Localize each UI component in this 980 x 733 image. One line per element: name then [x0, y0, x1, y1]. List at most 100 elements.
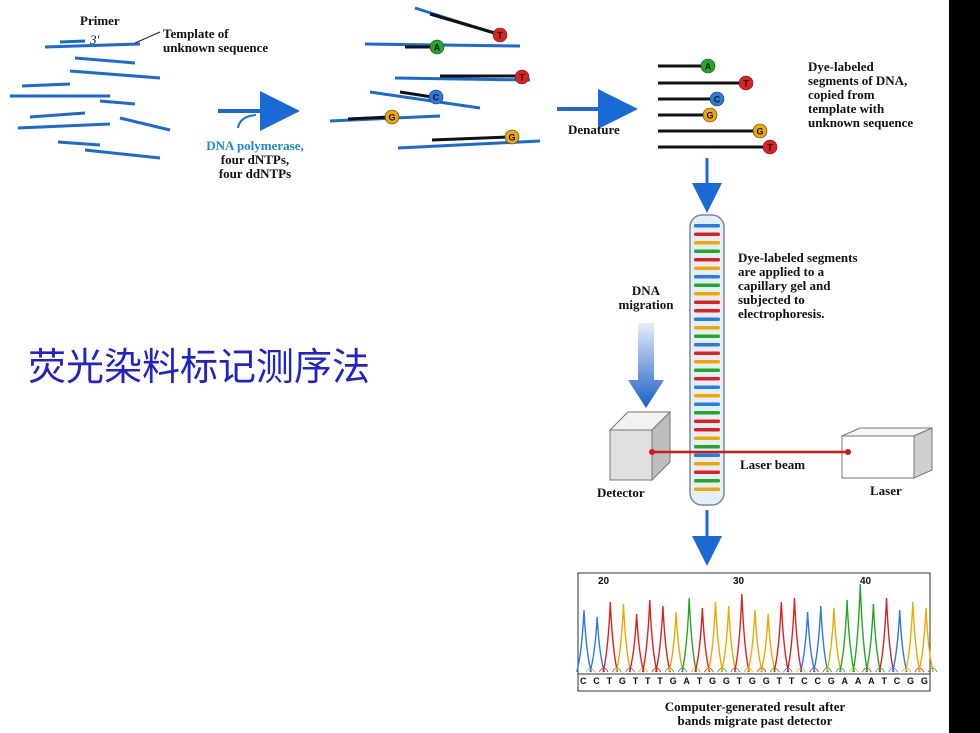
- dye-circle-a: [700, 58, 716, 74]
- gel-band: [694, 283, 720, 287]
- chromatogram-peak-c: [812, 605, 829, 673]
- base-call: T: [632, 676, 639, 686]
- base-call: T: [776, 676, 783, 686]
- chromatogram-noise: [927, 667, 938, 673]
- gel-band: [694, 402, 720, 406]
- dye-circle-t: [492, 27, 508, 43]
- laser-beam-label: Laser beam: [740, 457, 806, 472]
- base-call: C: [893, 676, 901, 686]
- gel-band: [694, 241, 720, 245]
- dye-labeled-segments: [658, 64, 765, 149]
- chromatogram-peak-t: [602, 601, 619, 673]
- chromatogram-peak-g: [615, 603, 632, 673]
- gel-band: [694, 419, 720, 423]
- tick-30: 30: [733, 576, 745, 587]
- gel-band: [694, 394, 720, 398]
- chromatogram-peak-a: [852, 583, 869, 673]
- base-call: C: [801, 676, 808, 686]
- chromatogram-peak-g: [747, 609, 763, 673]
- base-call: A: [854, 676, 862, 686]
- gel-band: [694, 343, 720, 347]
- chromatogram-peak-t: [786, 597, 803, 673]
- gel-band: [694, 300, 720, 304]
- dye-circle-a: [429, 39, 445, 55]
- dye-letter: T: [767, 143, 773, 153]
- template-label: Template of unknown sequence: [163, 26, 269, 55]
- base-call: C: [580, 676, 587, 686]
- dye-letter: T: [743, 79, 749, 89]
- tick-40: 40: [860, 576, 872, 587]
- detector-label: Detector: [597, 485, 645, 500]
- chromatogram-peak-g: [918, 607, 934, 673]
- dye-circle-g: [504, 129, 520, 145]
- capillary-label: Dye-labeled segments are applied to a ca…: [738, 250, 858, 321]
- laser-box: [841, 427, 933, 479]
- dye-letter: G: [706, 111, 713, 121]
- dye-circle-g: [384, 109, 400, 125]
- chromatogram-peak-a: [681, 597, 698, 673]
- result-caption: Computer-generated result after bands mi…: [664, 699, 846, 728]
- chromatogram-peak-c: [576, 609, 592, 673]
- dye-circle-g: [702, 107, 718, 123]
- capillary-tube: [689, 214, 725, 506]
- template-strands: [10, 31, 171, 160]
- dye-letter: C: [433, 93, 440, 103]
- gel-band: [694, 266, 720, 270]
- migration-arrow: [628, 323, 664, 408]
- base-call: T: [657, 676, 663, 686]
- gel-band: [694, 258, 720, 262]
- primer-label: Primer: [80, 13, 120, 28]
- gel-band: [694, 436, 720, 440]
- base-call: G: [920, 676, 928, 686]
- dye-letter: A: [705, 62, 712, 72]
- base-call: A: [841, 676, 849, 686]
- dye-letter: G: [388, 113, 395, 123]
- gel-band: [694, 224, 720, 228]
- base-call: T: [606, 676, 613, 686]
- base-call: A: [868, 676, 875, 686]
- gel-band: [694, 334, 720, 338]
- chromatogram-peak-g: [668, 611, 684, 673]
- three-prime-label: 3′: [90, 32, 100, 47]
- laser-label: Laser: [870, 483, 902, 498]
- chromatogram-peak-a: [865, 603, 882, 673]
- dye-circle-g: [752, 123, 768, 139]
- base-call: A: [683, 676, 690, 686]
- gel-band: [694, 487, 720, 491]
- gel-band: [694, 411, 720, 415]
- gel-band: [694, 232, 720, 236]
- gel-band: [694, 317, 720, 321]
- dye-circle-t: [514, 69, 530, 85]
- base-call: G: [722, 676, 730, 686]
- base-call: G: [907, 676, 915, 686]
- right-edge-bar: [949, 0, 980, 733]
- chromatogram-peak-t: [773, 601, 790, 673]
- chromatogram: [576, 572, 938, 692]
- dntps-label: four dNTPs, four ddNTPs: [218, 152, 292, 181]
- base-call: C: [593, 676, 600, 686]
- chromatogram-peak-g: [826, 607, 842, 673]
- chromatogram-peak-t: [641, 599, 658, 673]
- migration-label: DNA migration: [618, 283, 674, 312]
- chromatogram-peak-g: [760, 613, 777, 673]
- chromatogram-peak-g: [904, 601, 921, 673]
- dye-letter: G: [508, 133, 515, 143]
- chromatogram-peak-c: [799, 611, 816, 673]
- chromatogram-peak-c: [891, 609, 908, 673]
- base-call: T: [645, 676, 651, 686]
- dye-circle-c: [428, 89, 444, 105]
- base-call: T: [696, 676, 703, 686]
- gel-band: [694, 428, 720, 432]
- polymerase-arrow: [218, 91, 300, 131]
- gel-band: [694, 445, 720, 449]
- gel-band: [694, 309, 720, 313]
- dye-circle-c: [709, 91, 725, 107]
- chromatogram-peak-g: [720, 605, 737, 673]
- gel-band: [694, 368, 720, 372]
- gel-band: [694, 453, 720, 457]
- chromatogram-peak-t: [655, 605, 671, 673]
- dye-segments-label: Dye-labeled segments of DNA, copied from…: [808, 59, 914, 130]
- chromatogram-peak-c: [589, 616, 606, 673]
